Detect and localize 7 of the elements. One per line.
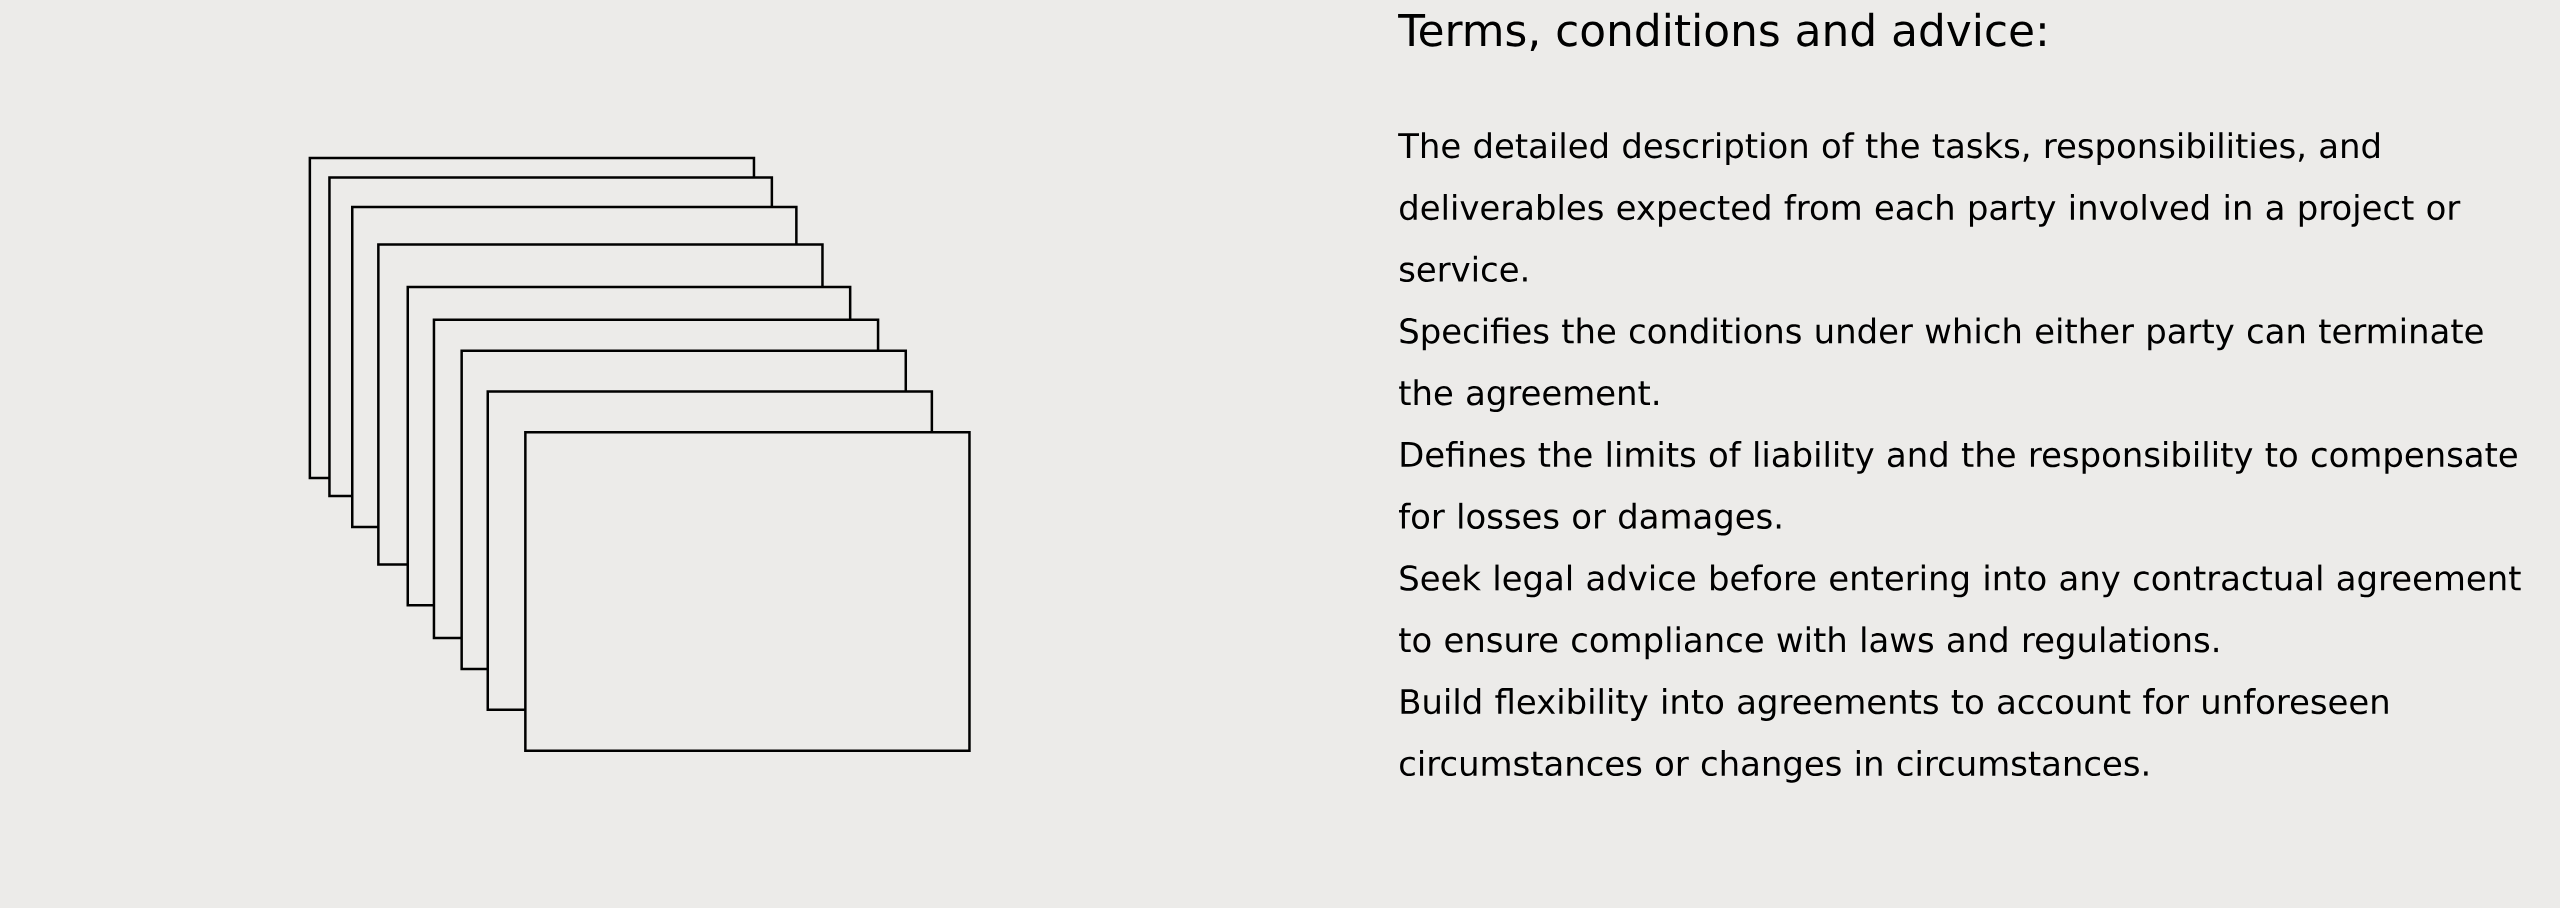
text-paragraph: The detailed description of the tasks, responsibilities, and deliverables expected from each party involved in a project or service. <box>1398 132 2461 282</box>
title: Terms, conditions and advice: <box>1398 12 2045 52</box>
text-paragraph: Specifies the conditions under which either party can terminate the agreement. <box>1399 317 2483 413</box>
text-paragraph: Build flexibility into agreements to account for unforeseen circumstances or changes in circumstances. <box>1400 688 2388 783</box>
text-paragraph: Defines the limits of liability and the responsibility to compensate for losses or damages. <box>1399 441 2517 536</box>
box <box>524 431 971 752</box>
text-paragraph: Seek legal advice before entering into any contractual agreement to ensure compliance with laws and regulations. <box>1399 564 2521 660</box>
